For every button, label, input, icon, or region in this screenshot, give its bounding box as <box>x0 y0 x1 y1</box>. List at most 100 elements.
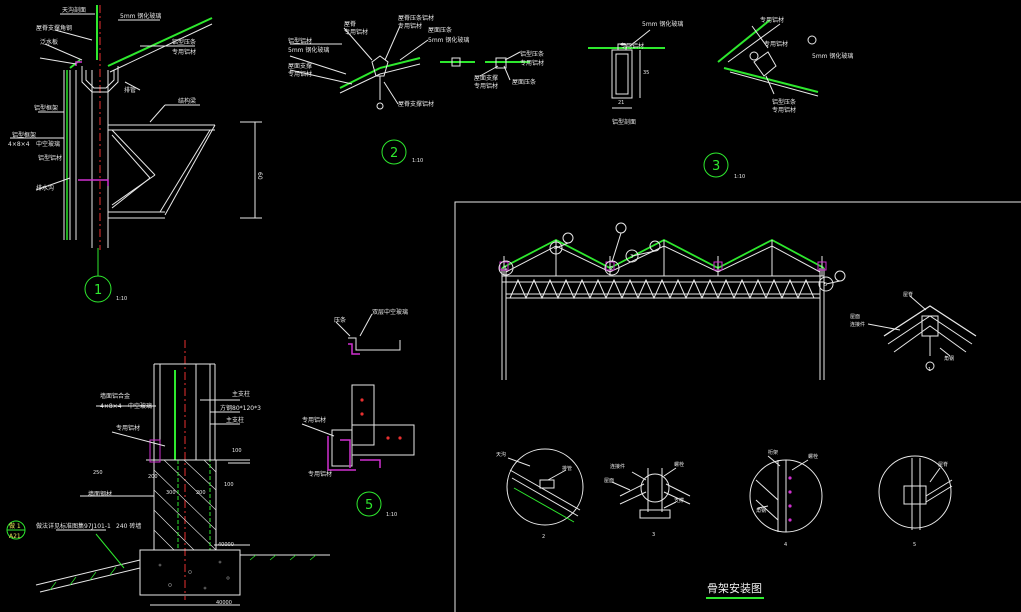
asm-num-2: 2 <box>542 534 545 540</box>
d4-d-a: 200 <box>148 474 158 480</box>
d4-label-j: 做法详见标准图集97J101-1 <box>36 522 111 530</box>
d2-label-a: 屋脊 <box>344 20 356 28</box>
d3-label-c: 专用铝材 <box>760 16 784 24</box>
d4-dim-b: 100 <box>232 448 242 454</box>
d1-label-g: 排管 <box>124 86 136 94</box>
d2-label-j: 5mm 钢化玻璃 <box>288 46 329 54</box>
d1-label-i2: 铝型框架 <box>12 131 36 139</box>
d2-label-k: 铝型压条 <box>520 50 544 58</box>
d4-label-d: 专用铝材 <box>116 424 140 432</box>
d1-label-e: 铝型压条 <box>172 38 196 46</box>
asm-lbl-i2: 角钢 <box>756 507 766 514</box>
d5-label-a: 压条 <box>334 316 346 324</box>
d4-label-g: 主支柱 <box>226 416 244 424</box>
asm-lbl-f: 螺栓 <box>674 461 684 468</box>
d4-label-a: 墙面铝合金 <box>100 392 130 400</box>
d2-label-h: 屋脊支撑铝材 <box>398 100 434 108</box>
drawing-title: 骨架安装图 <box>707 581 762 595</box>
d4-label-i: 240 砖墙 <box>116 522 141 530</box>
d1-scale: 1:10 <box>116 296 127 302</box>
asm-c5: 5 <box>824 282 827 288</box>
d4-dim-b2: 100 <box>224 482 234 488</box>
d1-number: 1 <box>94 283 102 298</box>
d4-tag-1: 做 1 <box>9 522 21 530</box>
d2-label-c: 屋脊压条铝材 <box>398 14 434 22</box>
detail-5-labels: 压条 双层中空玻璃 专用铝材 专用铝材 5 1:10 <box>302 308 408 518</box>
detail-2-labels: 屋脊 专用铝材 屋脊压条铝材 专用铝材 屋面压条 5mm 钢化玻璃 铝型铝材 5… <box>288 14 544 164</box>
asm-lbl-c: 天沟 <box>496 451 506 458</box>
asm-lbl-a2: 屋脊 <box>938 461 948 468</box>
d3-label-g2: 专用铝材 <box>772 106 796 114</box>
d2-label-d: 5mm 钢化玻璃 <box>428 36 469 44</box>
d5-number: 5 <box>365 498 373 513</box>
detail-5 <box>301 313 415 517</box>
asm-c4: 4 <box>554 246 557 252</box>
asm-lbl-e: 排管 <box>562 465 572 472</box>
d1-label-a: 天沟剖面 <box>62 6 86 14</box>
d5-scale: 1:10 <box>386 512 397 518</box>
d3-label-b: 专用铝材 <box>620 42 644 50</box>
d2-label-m: 专用铝材 <box>520 59 544 67</box>
asm-lbl-i: 角钢 <box>944 355 954 362</box>
d1-label-j: 4×8×4 <box>8 141 30 148</box>
d5-label-b: 双层中空玻璃 <box>372 308 408 316</box>
asm-lbl-b2: 屋面 <box>604 478 614 484</box>
d4-label-f: 方钢80*120*3 <box>220 404 261 412</box>
d2-number: 2 <box>390 146 398 161</box>
d1-label-f: 专用铝材 <box>172 48 196 56</box>
d5-label-c: 专用铝材 <box>302 416 326 424</box>
asm-lbl-d2: 连接件 <box>610 463 625 470</box>
asm-lbl-d: 连接件 <box>850 321 865 328</box>
d2-label-m2: 专用铝材 <box>474 82 498 90</box>
d3-label-d: 5mm 钢化玻璃 <box>812 52 853 60</box>
asm-num-1: 1 <box>928 367 931 373</box>
d2-scale: 1:10 <box>412 158 423 164</box>
d3-section: 铝型剖面 <box>612 118 636 126</box>
d4-dim-c: 40000 <box>218 542 234 548</box>
d4-tag-2: A21 <box>9 533 21 540</box>
asm-num-5: 5 <box>913 542 916 548</box>
d3-label-g: 专用铝材 <box>764 40 788 48</box>
d4-label-b: 4×8×4 <box>100 403 122 410</box>
d3-dim-a: 21 <box>618 100 624 106</box>
d3-label-e: 铝型压条 <box>772 98 796 106</box>
d2-label-f: 铝型铝材 <box>288 37 312 45</box>
asm-c1: 1 <box>504 266 507 272</box>
d4-label-c: 中空玻璃 <box>128 402 152 410</box>
asm-c2: 2 <box>610 266 613 272</box>
asm-lbl-b: 屋面 <box>850 314 860 320</box>
detail-1 <box>10 5 262 303</box>
d1-label-b: 屋脊支撑角钢 <box>36 24 72 32</box>
d2-label-b: 专用铝材 <box>344 28 368 36</box>
d1-label-k: 中空玻璃 <box>36 140 60 148</box>
d1-label-m: 排水沟 <box>36 184 54 192</box>
detail-4-labels: 墙面铝合金 4×8×4 中空玻璃 专用铝材 主支柱 方钢80*120*3 主支柱… <box>9 390 261 606</box>
detail-4 <box>6 340 330 606</box>
asm-lbl-f2: 螺栓 <box>808 453 818 460</box>
asm-lbl-h: 支撑 <box>674 497 684 504</box>
d3-number: 3 <box>712 159 720 174</box>
d1-label-l: 铝型铝材 <box>38 154 62 162</box>
d1-label-i: 铝型框架 <box>34 104 58 112</box>
detail-2 <box>289 25 530 165</box>
asm-num-4: 4 <box>784 542 787 548</box>
asm-lbl-a: 屋脊 <box>903 291 913 298</box>
detail-3-labels: 5mm 钢化玻璃 专用铝材 专用铝材 专用铝材 5mm 钢化玻璃 铝型压条 专用… <box>612 16 853 180</box>
d2-label-l: 屋面支撑 <box>474 74 498 82</box>
d2-label-i: 专用铝材 <box>288 70 312 78</box>
d1-label-c: 泛水板 <box>40 38 58 46</box>
d4-label-h: 墙面钢材 <box>88 490 112 498</box>
d1-label-h: 结构梁 <box>178 97 196 105</box>
d1-label-d: 5mm 钢化玻璃 <box>120 12 161 20</box>
detail-3 <box>588 19 819 178</box>
d3-scale: 1:10 <box>734 174 745 180</box>
detail-1-labels: 天沟剖面 屋脊支撑角钢 泛水板 5mm 钢化玻璃 铝型压条 专用铝材 排管 结构… <box>8 6 263 302</box>
d3-label-a: 5mm 钢化玻璃 <box>642 20 683 28</box>
asm-num-3: 3 <box>652 532 655 538</box>
asm-c3: 3 <box>630 254 633 260</box>
d4-d-b: 300 <box>166 490 176 496</box>
d2-label-g: 屋面支撑 <box>288 62 312 70</box>
asm-lbl-g: 桁架 <box>768 449 778 456</box>
d2-label-e2: 屋面压条 <box>512 78 536 86</box>
